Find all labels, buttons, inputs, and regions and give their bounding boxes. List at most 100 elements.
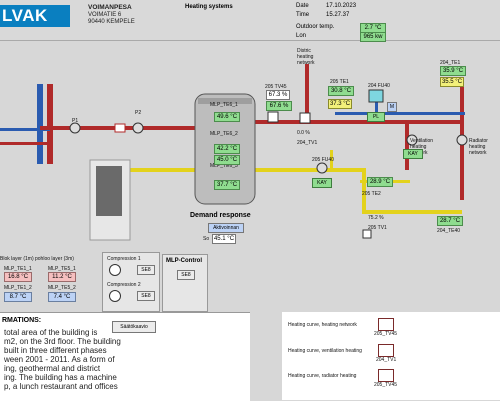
compressor-panel: Compression 1 SE8 Compression 2 SE8 (102, 252, 160, 312)
te1b-label: 204_TE1 (440, 60, 461, 66)
valve-ventilation-icon (406, 134, 418, 146)
info-line-2: m2, on the 3rd floor. The building (4, 337, 121, 346)
info-line-7: p, a lunch restaurant and offices (4, 382, 118, 391)
fu40b-label: 205 FU40 (312, 157, 334, 163)
tank-label-2: MLP_TE6_2 (210, 131, 238, 137)
info-line-6: ing. The building has a machine (4, 373, 117, 382)
fu40-pl-button[interactable]: PL (367, 112, 385, 122)
curve-3-chart-icon[interactable] (378, 369, 394, 382)
hot-pipe-left (47, 84, 53, 164)
return-riser (375, 95, 378, 115)
pump-p1-label: P1 (72, 118, 79, 124)
te45-value-2: 67.6 % (266, 101, 292, 111)
te1-value-2: 37.3 °C (328, 99, 352, 109)
pump-p2-label: P2 (135, 110, 142, 116)
compressor-1-label: Compression 1 (107, 256, 141, 262)
info-line-4: ween 2001 - 2011. As a form of (4, 355, 115, 364)
heat-exchanger-icon (368, 89, 384, 103)
cold-pipe-left (37, 84, 43, 164)
site-address-1: VOIMATIE 6 (88, 12, 122, 18)
tank-label-1: MLP_TE6_1 (210, 102, 238, 108)
company-logo: LVAK (0, 5, 70, 27)
info-line-1: total area of the building is (4, 328, 98, 337)
info-line-5: ing, geothermal and district (4, 364, 101, 373)
curve-2-tag: 204_TV1 (376, 357, 397, 363)
tank-label-3: MLP_TE6_3 (210, 163, 238, 169)
time-value: 15.27.37 (326, 12, 350, 18)
date-value: 17.10.2023 (326, 3, 357, 9)
lon-value: 965 kw (360, 32, 386, 42)
tank-value-4: 37.7 °C (214, 180, 240, 190)
kay-button[interactable]: KAY (312, 178, 332, 188)
tank-top-band (198, 98, 252, 104)
site-name: VOIMANPESA (88, 4, 132, 11)
tank-value-2: 42.2 °C (214, 144, 240, 154)
curve-1-label: Heating curve, heating network (288, 322, 357, 328)
district-label: Distric heating network (297, 48, 315, 66)
pump-p1-icon (69, 122, 81, 134)
mlp-te6-value: 7.4 °C (48, 292, 76, 302)
site-address-2: 90440 KEMPELE (88, 19, 135, 25)
fu40-label: 204 FU40 (368, 83, 390, 89)
curve-3-tag: 205_TV45 (374, 382, 398, 388)
layer-top-label: Blok layer (1m) (0, 256, 34, 262)
te1-label: 205 TE1 (330, 79, 349, 85)
curve-1-chart-icon[interactable] (378, 318, 394, 331)
demand-so-label: So (203, 236, 210, 242)
supply-pipe-right (250, 120, 460, 124)
tv1-label: 204_TV1 (297, 140, 318, 146)
date-label: Date (296, 3, 309, 9)
tv2-value: 75.2 % (368, 215, 384, 221)
outdoor-temp-label: Outdoor temp. (296, 24, 335, 30)
te40-value: 28.7 °C (437, 216, 463, 226)
valve-tv2-icon (362, 229, 372, 239)
tv2-label: 205 TV1 (368, 225, 387, 231)
kay-button-2[interactable]: KAY (403, 149, 423, 159)
demand-value: 45.1 °C (212, 234, 236, 244)
compressor-2-label: Compression 2 (107, 282, 141, 288)
page-title: Heating systems (185, 4, 233, 10)
layer-bottom-label: pohloo layer (3m) (35, 256, 74, 262)
tank-value-1: 49.6 °C (214, 112, 240, 122)
lon-label: Lon (296, 33, 307, 39)
warm-pipe-right (250, 168, 365, 172)
compressor-2-button[interactable]: SE8 (137, 291, 155, 301)
flow-arrow-icon (114, 123, 126, 133)
mlp-te5-label: MLP_TE5_1 (48, 266, 76, 272)
curve-2-label: Heating curve, ventilation heating (288, 348, 362, 354)
warm-pipe-bottom (362, 210, 462, 214)
cold-pipe-branch (0, 128, 50, 131)
mlp-te2-label: MLP_TE1_2 (4, 285, 32, 291)
te1b-value: 35.9 °C (440, 66, 466, 76)
tv1-value: 0.0 % (297, 130, 310, 136)
warm-riser (362, 168, 366, 213)
pump-p2-icon (132, 122, 144, 134)
te1-value: 30.8 °C (328, 86, 354, 96)
valve-tv45-icon (267, 111, 279, 123)
valve-radiator-icon (456, 134, 468, 146)
fu40-side-button[interactable]: M (387, 102, 397, 112)
tank-value-3: 45.0 °C (214, 155, 240, 165)
hot-pipe-branch (0, 142, 50, 145)
mlp-control-button[interactable]: SE8 (177, 270, 195, 280)
te2-value: 28.9 °C (367, 177, 393, 187)
return-pipe-right (335, 112, 465, 115)
mlp-control-panel: MLP-Control SE8 (162, 254, 208, 312)
heat-pump-inner (96, 166, 122, 216)
compressor-1-button[interactable]: SE8 (137, 265, 155, 275)
te2-label: 205 TE2 (362, 191, 381, 197)
demand-activate-button[interactable]: Aktivoinnan (208, 223, 244, 233)
time-label: Time (296, 12, 310, 18)
valve-tv1-icon (299, 112, 311, 124)
mlp-control-title: MLP-Control (166, 258, 202, 264)
mlp-te1-value: 16.8 °C (4, 272, 32, 282)
radiator-label: Radiator heating network (469, 138, 488, 156)
curve-3-label: Heating curve, radiator heating (288, 373, 357, 379)
demand-response-title: Demand response (190, 212, 251, 219)
control-diagram-button[interactable]: Säätökaavio (112, 321, 156, 333)
mlp-te1-label: MLP_TE1_1 (4, 266, 32, 272)
info-heading: RMATIONS: (2, 317, 42, 324)
curve-2-chart-icon[interactable] (378, 344, 394, 357)
curve-1-tag: 205_TV45 (374, 331, 398, 337)
compressor-2-icon (109, 290, 121, 302)
